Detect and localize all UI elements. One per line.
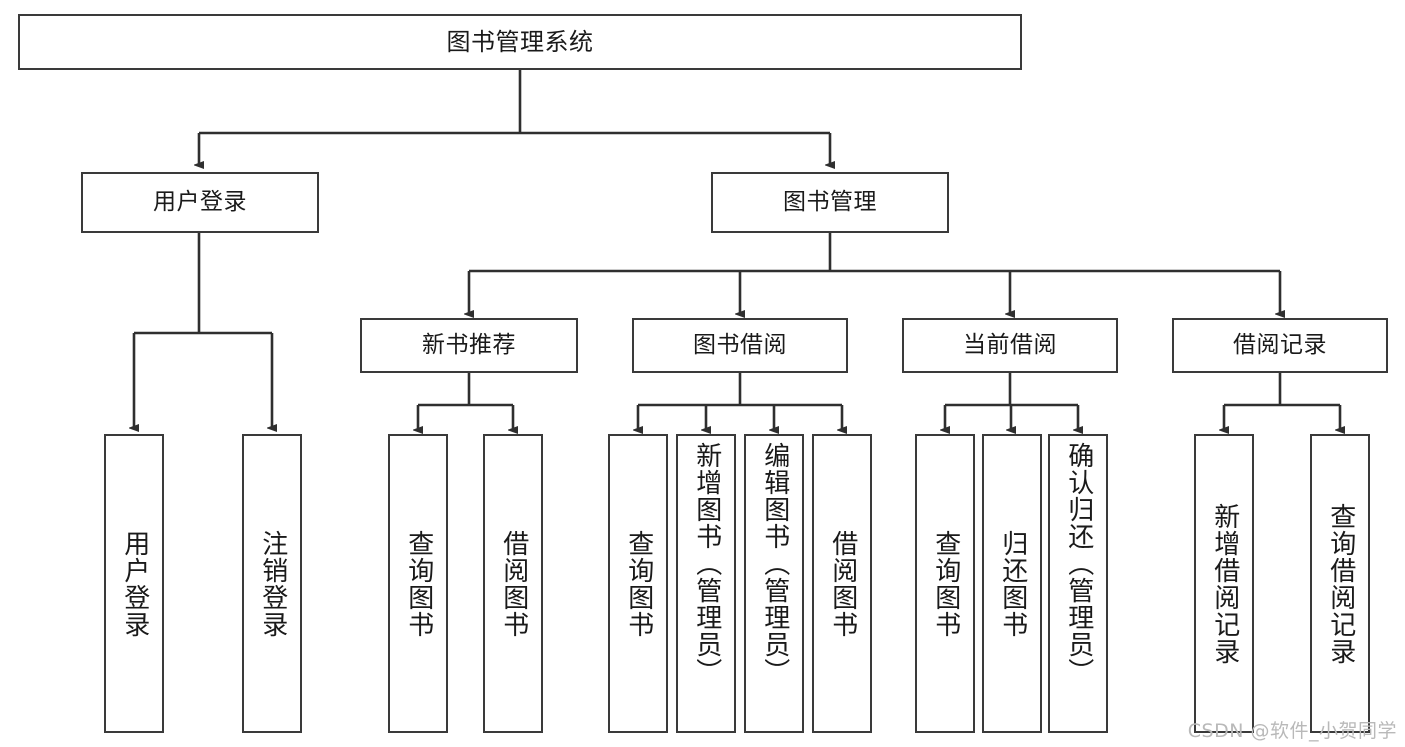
leaf-query-book-current[interactable]: 查询图书 xyxy=(915,434,975,733)
node-label: 借阅图书 xyxy=(827,529,858,638)
leaf-add-borrow-record[interactable]: 新增借阅记录 xyxy=(1194,434,1254,733)
node-label: 注销登录 xyxy=(257,529,288,638)
node-label: 确认归还（管理员） xyxy=(1063,442,1094,685)
node-label: 新增借阅记录 xyxy=(1209,502,1240,665)
node-user-login[interactable]: 用户登录 xyxy=(81,172,319,233)
node-borrow-record[interactable]: 借阅记录 xyxy=(1172,318,1388,373)
node-label: 查询图书 xyxy=(403,529,434,638)
node-root-system[interactable]: 图书管理系统 xyxy=(18,14,1022,70)
leaf-query-book-recommend[interactable]: 查询图书 xyxy=(388,434,448,733)
node-label: 新增图书（管理员） xyxy=(691,442,722,685)
leaf-add-book-admin[interactable]: 新增图书（管理员） xyxy=(676,434,736,733)
node-current-borrow[interactable]: 当前借阅 xyxy=(902,318,1118,373)
node-new-book-recommend[interactable]: 新书推荐 xyxy=(360,318,578,373)
node-label: 查询图书 xyxy=(930,529,961,638)
node-label: 图书管理 xyxy=(783,188,877,215)
node-label: 借阅记录 xyxy=(1233,331,1327,358)
node-label: 查询借阅记录 xyxy=(1325,502,1356,665)
leaf-edit-book-admin[interactable]: 编辑图书（管理员） xyxy=(744,434,804,733)
node-label: 查询图书 xyxy=(623,529,654,638)
leaf-user-login[interactable]: 用户登录 xyxy=(104,434,164,733)
leaf-logout-login[interactable]: 注销登录 xyxy=(242,434,302,733)
node-label: 借阅图书 xyxy=(498,529,529,638)
node-label: 归还图书 xyxy=(997,529,1028,638)
watermark-text: CSDN @软件_小贺同学 xyxy=(1187,720,1397,742)
node-label: 用户登录 xyxy=(119,529,150,638)
node-label: 当前借阅 xyxy=(963,331,1057,358)
leaf-borrow-book-recommend[interactable]: 借阅图书 xyxy=(483,434,543,733)
node-label: 图书借阅 xyxy=(693,331,787,358)
node-book-management[interactable]: 图书管理 xyxy=(711,172,949,233)
node-label: 图书管理系统 xyxy=(446,27,594,56)
leaf-query-borrow-record[interactable]: 查询借阅记录 xyxy=(1310,434,1370,733)
node-label: 新书推荐 xyxy=(422,331,516,358)
leaf-query-book-borrow[interactable]: 查询图书 xyxy=(608,434,668,733)
leaf-borrow-book[interactable]: 借阅图书 xyxy=(812,434,872,733)
leaf-confirm-return-admin[interactable]: 确认归还（管理员） xyxy=(1048,434,1108,733)
leaf-return-book[interactable]: 归还图书 xyxy=(982,434,1042,733)
node-label: 编辑图书（管理员） xyxy=(759,442,790,685)
node-book-borrow[interactable]: 图书借阅 xyxy=(632,318,848,373)
node-label: 用户登录 xyxy=(153,188,247,215)
